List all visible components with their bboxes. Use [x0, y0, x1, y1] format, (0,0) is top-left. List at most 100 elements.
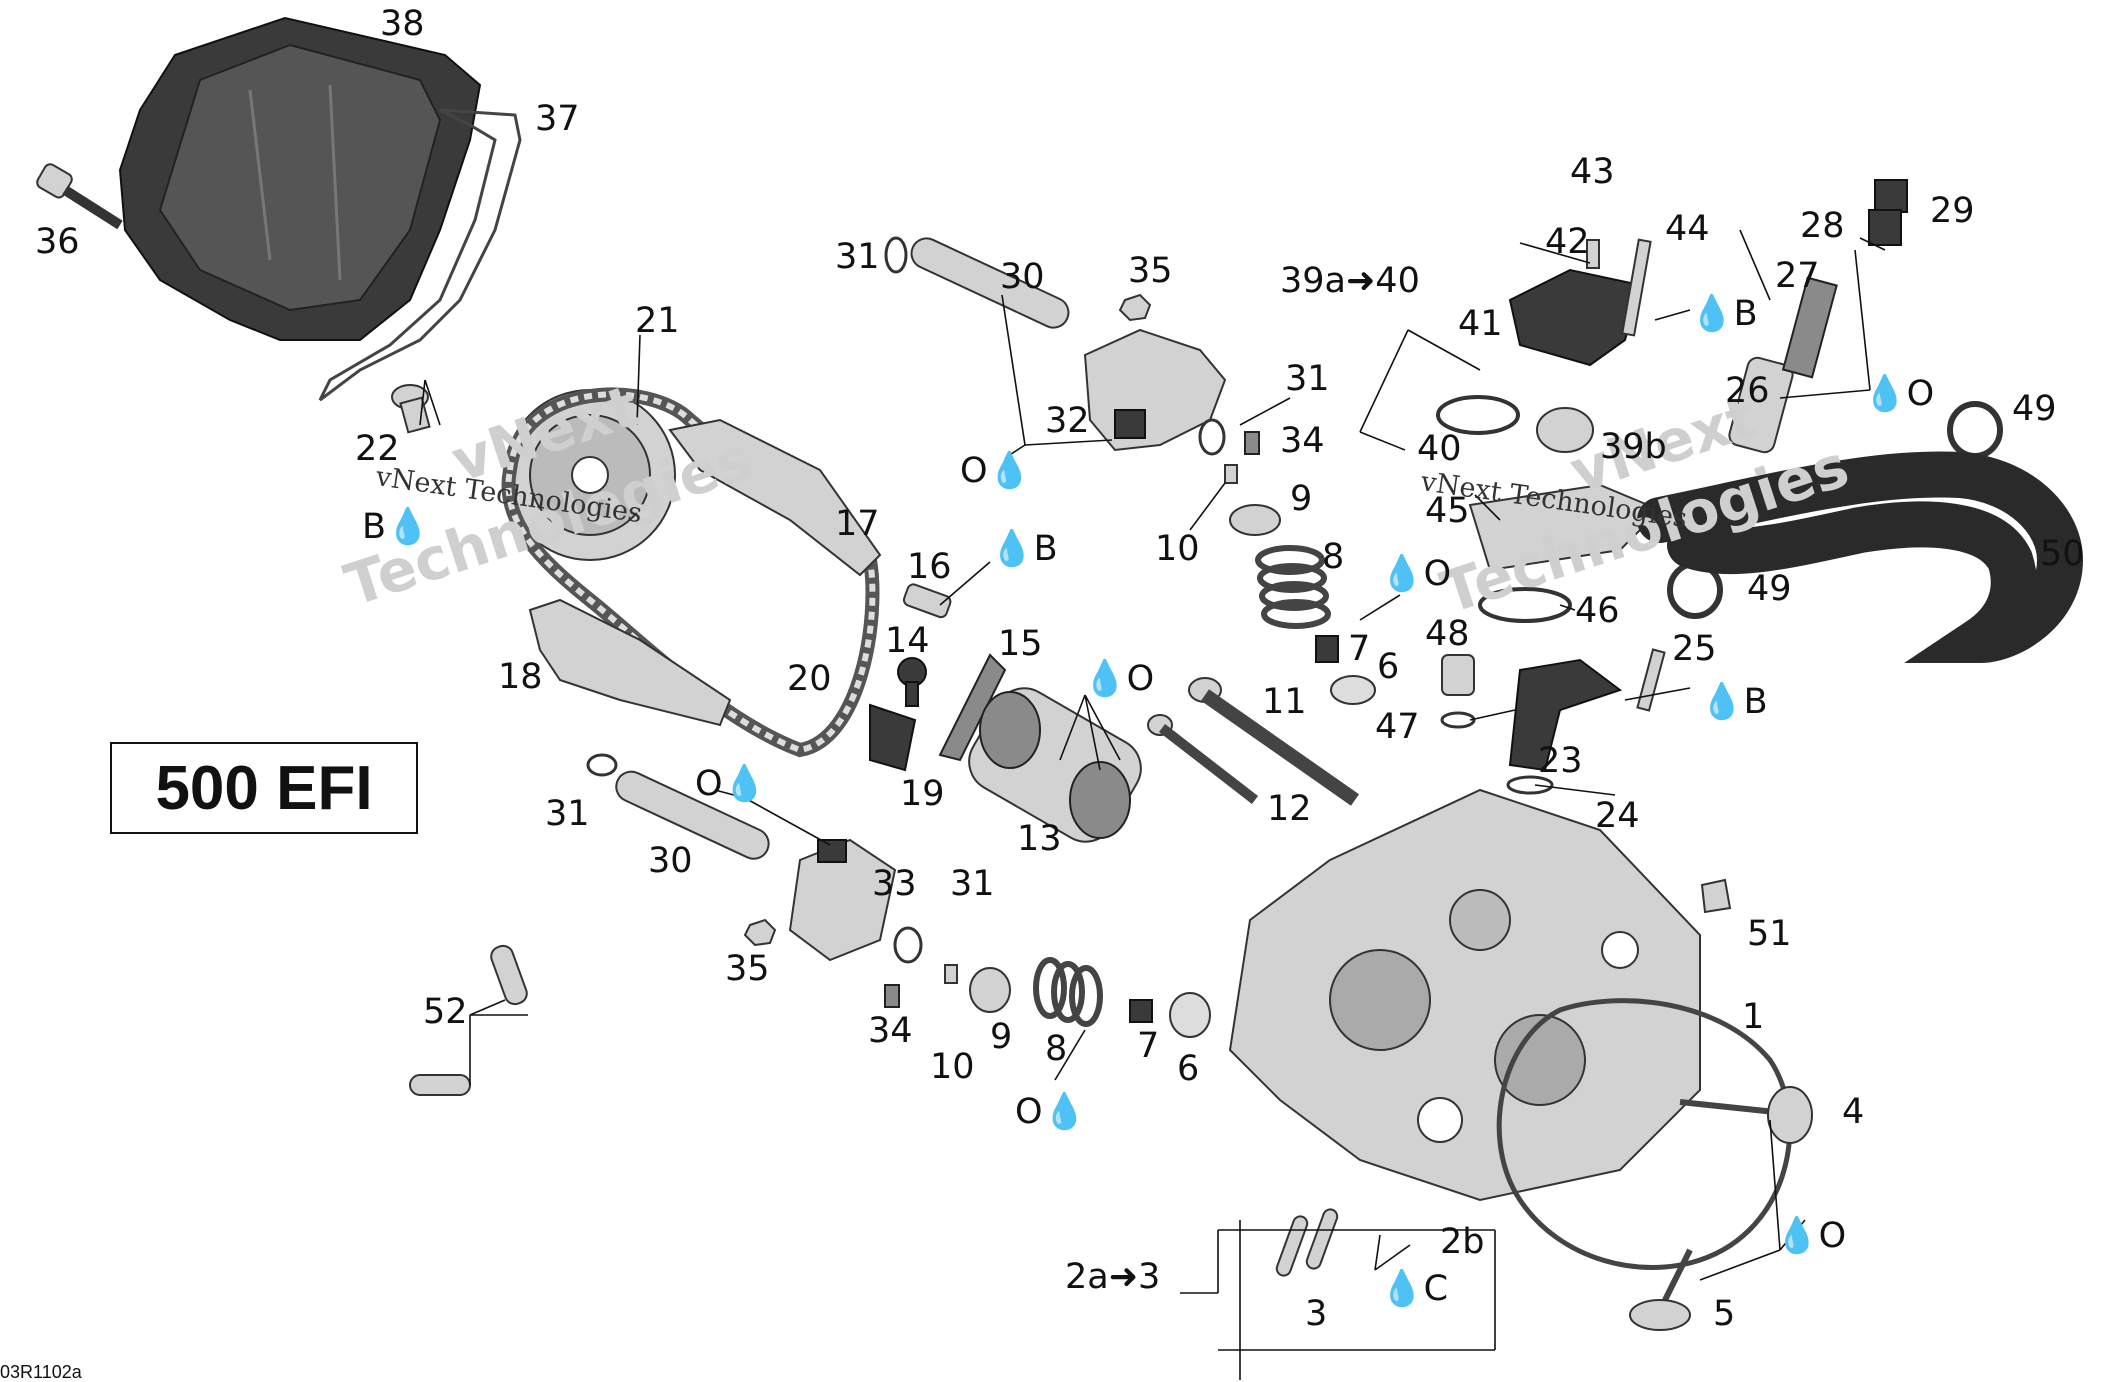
- callout-36: 36: [35, 222, 80, 262]
- callout-28: 28: [1800, 206, 1845, 246]
- spring-seat-top: [1330, 675, 1376, 705]
- callout-31-lower-right: 31: [950, 864, 995, 904]
- figure-id: 03R1102a: [0, 1362, 82, 1382]
- lube-symbol-oil-sensor: 💧O: [1863, 373, 1934, 414]
- lube-symbol-b-housing-bolt: 💧B: [1690, 293, 1758, 334]
- cylinder-head: [1228, 788, 1701, 1202]
- breather-tube-upper: [490, 944, 528, 1006]
- valve-keeper-top: [1224, 464, 1238, 484]
- callout-45: 45: [1425, 491, 1470, 531]
- valve-seal-top: [1315, 635, 1339, 663]
- decompressor-lever: [869, 703, 917, 772]
- callout-50: 50: [2040, 534, 2085, 574]
- rocker-shaft-lower: [615, 770, 770, 860]
- lube-symbol-b-tensioner-bolt: 💧B: [1700, 681, 1768, 722]
- chain-tensioner: [1508, 658, 1623, 772]
- callout-12: 12: [1267, 789, 1312, 829]
- valve-spring-top: [1255, 545, 1331, 629]
- dowel-pin-a: [1275, 1215, 1309, 1277]
- callout-8-upper: 8: [1322, 537, 1344, 577]
- tensioner-bolt: [1636, 648, 1666, 712]
- callout-27: 27: [1775, 256, 1820, 296]
- callout-18: 18: [498, 657, 543, 697]
- callout-16: 16: [907, 547, 952, 587]
- callout-11: 11: [1262, 682, 1307, 722]
- spring-retainer-top: [1229, 504, 1281, 536]
- leader-lines: [419, 229, 1886, 1380]
- callout-35-upper: 35: [1128, 251, 1173, 291]
- sender-cap: [1441, 654, 1475, 696]
- lube-symbol-c-dowels: 💧C: [1380, 1268, 1448, 1309]
- lube-symbol-b-pin: 💧B: [990, 528, 1058, 569]
- valve-seal-lower: [1129, 999, 1153, 1023]
- camshaft-sprocket: [504, 389, 676, 561]
- callout-8-lower: 8: [1045, 1029, 1067, 1069]
- rocker-shaft-upper: [910, 237, 1070, 329]
- callout-37: 37: [535, 99, 580, 139]
- callout-labels: 1 2a➜3 2b 3 4 5 6 6 7 7 8 8 9 9 10 10 11…: [35, 4, 2085, 1334]
- callout-35-lower: 35: [725, 949, 770, 989]
- breather-tube-lower: [409, 1074, 471, 1096]
- lube-symbol-oil-valves: 💧O: [1775, 1215, 1846, 1256]
- adjust-screw-top: [1244, 431, 1260, 455]
- valve-cover: [118, 16, 482, 341]
- callout-49-upper: 49: [2012, 389, 2057, 429]
- callout-41: 41: [1458, 304, 1503, 344]
- callout-39b: 39b: [1600, 427, 1667, 467]
- callout-52: 52: [423, 992, 468, 1032]
- callout-38: 38: [380, 4, 425, 44]
- callout-26: 26: [1725, 371, 1770, 411]
- hose-clamp-upper: [1947, 401, 2003, 459]
- callout-34-lower: 34: [868, 1011, 913, 1051]
- o-ring-top: [884, 236, 908, 274]
- cover-bolt: [36, 163, 123, 230]
- thermostat: [1536, 407, 1594, 453]
- model-label: 500 EFI: [155, 753, 373, 823]
- rocker-bolt: [897, 657, 927, 707]
- plug: [1700, 878, 1732, 914]
- valve-spring-lower: [1033, 957, 1103, 1027]
- lube-symbol-oil-upper-rocker: O💧: [960, 450, 1031, 491]
- valve-cover-gasket: [318, 108, 522, 402]
- callout-9-upper: 9: [1290, 479, 1312, 519]
- callout-6-lower: 6: [1177, 1049, 1199, 1089]
- callout-7-upper: 7: [1348, 629, 1370, 669]
- lubricant-symbols: O💧 B💧 💧B 💧O O💧 💧O O💧 💧C 💧O 💧B 💧B 💧O: [362, 293, 1934, 1309]
- o-ring-right: [1198, 418, 1226, 456]
- callout-13: 13: [1017, 819, 1062, 859]
- callout-7-lower: 7: [1137, 1026, 1159, 1066]
- callout-29: 29: [1930, 191, 1975, 231]
- sender-washer: [1440, 711, 1476, 729]
- callout-15: 15: [998, 624, 1043, 664]
- o-ring-lower-left: [586, 753, 618, 777]
- callout-5: 5: [1713, 1294, 1735, 1334]
- head-bolt: [1147, 714, 1259, 804]
- callout-31-right: 31: [1285, 359, 1330, 399]
- tensioner-guide: [528, 598, 732, 727]
- thermostat-housing: [1508, 268, 1642, 367]
- callout-23: 23: [1538, 741, 1583, 781]
- callout-46: 46: [1575, 591, 1620, 631]
- spring-seat-lower: [1169, 992, 1211, 1038]
- callout-6-upper: 6: [1377, 647, 1399, 687]
- callout-2b: 2b: [1440, 1222, 1485, 1262]
- model-label-box: 500 EFI: [110, 742, 418, 834]
- callout-24: 24: [1595, 796, 1640, 836]
- callout-21: 21: [635, 301, 680, 341]
- outlet-gasket: [1478, 587, 1572, 623]
- callout-14: 14: [885, 621, 930, 661]
- tensioner-gasket: [1506, 775, 1554, 795]
- chain-guide: [668, 418, 882, 577]
- callout-3: 3: [1305, 1294, 1327, 1334]
- tensioner-pin: [902, 583, 952, 619]
- coolant-hose: [1637, 451, 2084, 664]
- lube-symbol-oil-lower-seal: O💧: [1015, 1091, 1086, 1132]
- callout-32: 32: [1045, 401, 1090, 441]
- sprocket-bolt: [391, 384, 431, 434]
- callout-34-upper: 34: [1280, 421, 1325, 461]
- callout-1: 1: [1742, 997, 1764, 1037]
- valve-keeper-lower: [944, 964, 958, 984]
- spring-retainer-lower: [969, 967, 1011, 1013]
- callout-47: 47: [1375, 707, 1420, 747]
